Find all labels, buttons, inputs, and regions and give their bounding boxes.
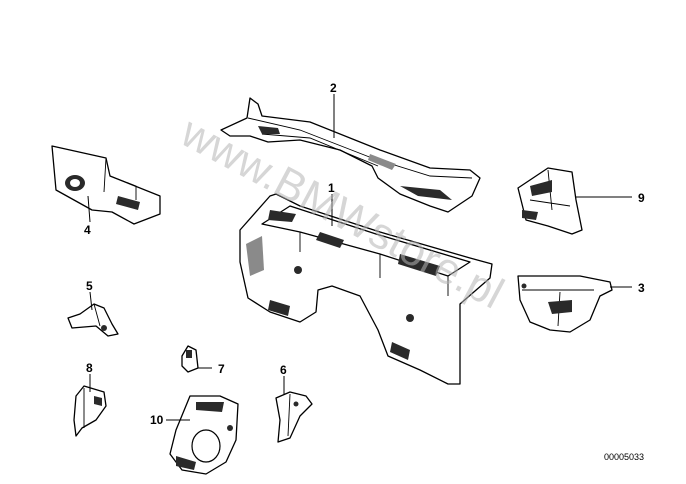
part-6-bracket[interactable]: [275, 391, 313, 443]
part-9-bracket[interactable]: [517, 167, 583, 235]
callout-4: 4: [84, 223, 91, 237]
part-10-mount[interactable]: [169, 395, 239, 475]
part-7-clip[interactable]: [181, 345, 199, 373]
leader-lines: [87, 94, 632, 421]
part-8-bracket[interactable]: [73, 385, 107, 437]
part-1-bulkhead[interactable]: [239, 193, 493, 385]
callout-6: 6: [280, 363, 287, 377]
callout-5: 5: [86, 279, 93, 293]
callout-2: 2: [330, 81, 337, 95]
part-4-bracket[interactable]: [51, 145, 161, 225]
callout-7: 7: [218, 362, 225, 376]
callout-8: 8: [86, 361, 93, 375]
callout-3: 3: [638, 281, 645, 295]
callout-1: 1: [328, 181, 335, 195]
part-2-cowl-panel[interactable]: [220, 97, 481, 213]
callout-9: 9: [638, 191, 645, 205]
diagram-code: 00005033: [604, 452, 644, 462]
part-5-bracket[interactable]: [67, 303, 119, 337]
callout-10: 10: [150, 413, 164, 427]
part-3-panel[interactable]: [517, 275, 613, 333]
